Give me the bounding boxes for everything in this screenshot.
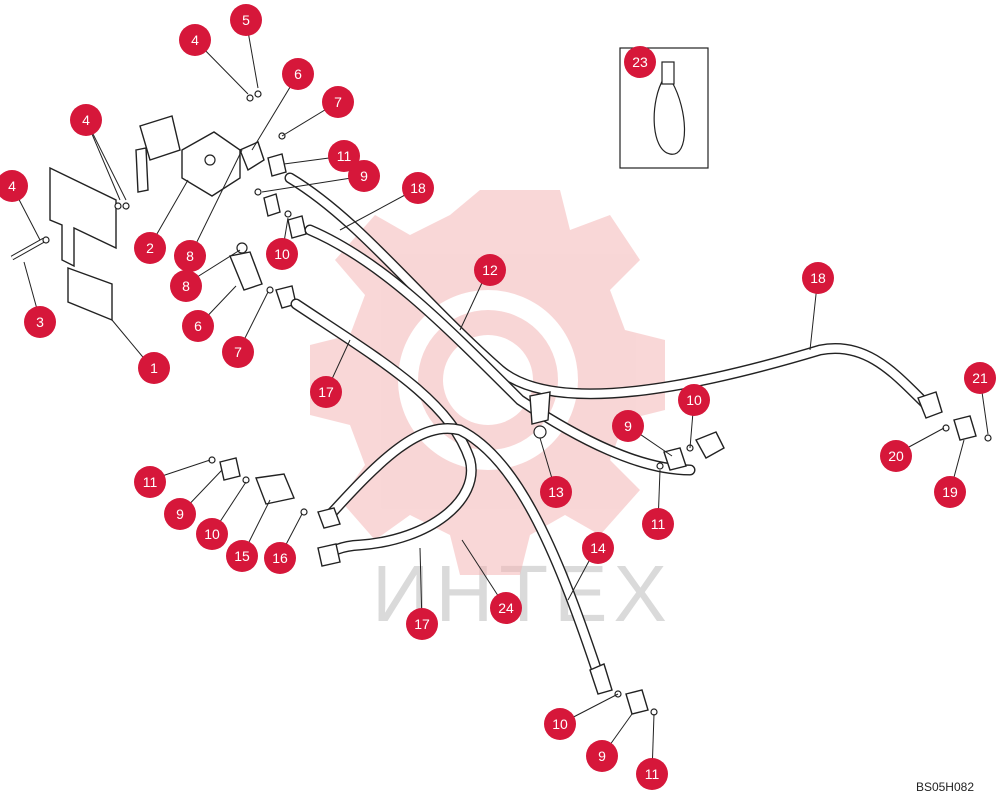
hose-12 [304, 224, 696, 476]
callout-7b: 7 [222, 336, 254, 368]
callout-8a: 8 [174, 240, 206, 272]
callout-13: 13 [540, 476, 572, 508]
svg-text:2: 2 [146, 240, 154, 256]
svg-text:10: 10 [686, 392, 702, 408]
callout-16: 16 [264, 542, 296, 574]
svg-text:11: 11 [645, 766, 660, 782]
mounting-plate [49, 166, 117, 322]
callout-9d: 9 [586, 740, 618, 772]
svg-text:5: 5 [242, 12, 250, 28]
svg-text:8: 8 [182, 278, 190, 294]
svg-text:17: 17 [414, 616, 430, 632]
hose-14 [324, 423, 606, 686]
fittings-cluster [229, 132, 307, 309]
callout-8b: 8 [170, 270, 202, 302]
svg-text:9: 9 [598, 748, 606, 764]
callout-15: 15 [226, 540, 258, 572]
svg-text:11: 11 [337, 148, 352, 164]
callout-11c: 11 [134, 466, 166, 498]
drawing-code: BS05H082 [915, 780, 974, 794]
callout-9c: 9 [164, 498, 196, 530]
callout-17a: 17 [310, 376, 342, 408]
solenoid-valve-block [114, 90, 262, 210]
svg-text:20: 20 [888, 448, 904, 464]
svg-text:18: 18 [410, 180, 426, 196]
svg-text:9: 9 [176, 506, 184, 522]
callout-24: 24 [490, 592, 522, 624]
loose-fittings-left [208, 456, 308, 516]
callout-10d: 10 [544, 708, 576, 740]
svg-text:23: 23 [632, 54, 648, 70]
svg-text:12: 12 [482, 262, 498, 278]
hose-17 [290, 298, 477, 562]
callout-10a: 10 [266, 238, 298, 270]
callout-20: 20 [880, 440, 912, 472]
svg-text:16: 16 [272, 550, 288, 566]
svg-text:9: 9 [360, 168, 368, 184]
svg-text:19: 19 [942, 484, 958, 500]
callout-7a: 7 [322, 86, 354, 118]
svg-text:9: 9 [624, 418, 632, 434]
callout-9a: 9 [348, 160, 380, 192]
svg-text:7: 7 [234, 344, 242, 360]
svg-text:13: 13 [548, 484, 564, 500]
svg-text:7: 7 [334, 94, 342, 110]
svg-text:15: 15 [234, 548, 250, 564]
callout-10c: 10 [196, 518, 228, 550]
svg-text:11: 11 [143, 474, 158, 490]
callout-11b: 11 [642, 508, 674, 540]
callout-19: 19 [934, 476, 966, 508]
callout-12: 12 [474, 254, 506, 286]
svg-text:3: 3 [36, 314, 44, 330]
svg-text:4: 4 [191, 32, 199, 48]
callout-5: 5 [230, 4, 262, 36]
callout-11d: 11 [636, 758, 668, 790]
callout-6b: 6 [182, 310, 214, 342]
svg-text:4: 4 [8, 178, 16, 194]
callout-9b: 9 [612, 410, 644, 442]
callout-3: 3 [24, 306, 56, 338]
svg-text:24: 24 [498, 600, 514, 616]
svg-text:14: 14 [590, 540, 606, 556]
svg-text:11: 11 [651, 516, 666, 532]
callout-1: 1 [138, 352, 170, 384]
callout-4c: 4 [179, 24, 211, 56]
callout-6a: 6 [282, 58, 314, 90]
svg-text:10: 10 [552, 716, 568, 732]
svg-text:21: 21 [972, 370, 988, 386]
svg-text:6: 6 [294, 66, 302, 82]
hose-18-upper [284, 172, 936, 414]
callout-4a: 4 [0, 170, 28, 202]
hose-fittings [317, 391, 992, 716]
watermark-gear-icon [310, 190, 665, 575]
svg-text:10: 10 [204, 526, 220, 542]
callout-21: 21 [964, 362, 996, 394]
svg-text:18: 18 [810, 270, 826, 286]
svg-text:10: 10 [274, 246, 290, 262]
svg-text:1: 1 [150, 360, 158, 376]
callout-18a: 18 [402, 172, 434, 204]
callout-18b: 18 [802, 262, 834, 294]
svg-text:6: 6 [194, 318, 202, 334]
callout-14: 14 [582, 532, 614, 564]
callout-23: 23 [624, 46, 656, 78]
svg-text:8: 8 [186, 248, 194, 264]
callout-2: 2 [134, 232, 166, 264]
bolt [10, 236, 50, 261]
callout-17b: 17 [406, 608, 438, 640]
callout-4b: 4 [70, 104, 102, 136]
svg-text:17: 17 [318, 384, 334, 400]
svg-text:4: 4 [82, 112, 90, 128]
callouts: 1 2 3 4 4 4 5 6 6 7 7 8 8 9 9 9 9 10 10 … [0, 4, 996, 790]
callout-11a: 11 [328, 140, 360, 172]
callout-10b: 10 [678, 384, 710, 416]
